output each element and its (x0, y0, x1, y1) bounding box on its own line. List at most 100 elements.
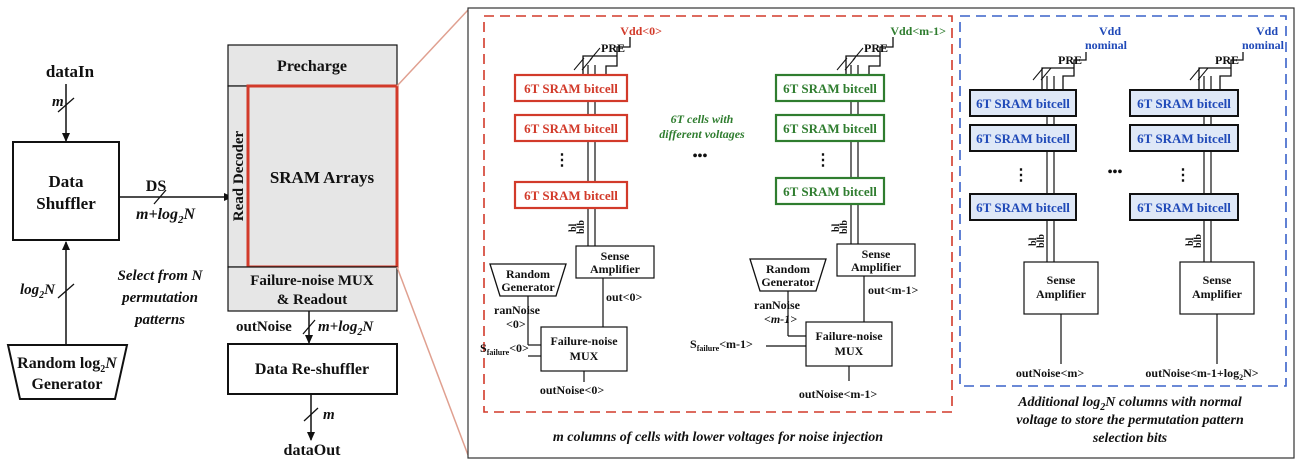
blb-label: blb (1193, 234, 1204, 248)
fn-mux-label-1: Failure-noise (550, 334, 618, 348)
horizontal-ellipsis: ••• (1108, 165, 1123, 180)
ds-label: DS (146, 178, 167, 195)
log2n-label: log2N (20, 282, 56, 301)
vdd-nominal-2: nominal (1085, 38, 1128, 52)
blb-label: blb (576, 220, 587, 234)
rannoise-label: ranNoise (754, 298, 801, 312)
data-out-label: dataOut (284, 442, 342, 459)
bus-slash (1032, 67, 1044, 81)
bitcell-label: 6T SRAM bitcell (1137, 200, 1231, 215)
sense-label-1: Sense (1047, 273, 1076, 287)
failure-mux-line2: & Readout (277, 292, 347, 308)
red-dashed-region (483, 15, 953, 413)
outm1-label: out<m-1> (868, 283, 919, 297)
vertical-ellipsis: ⋮ (1175, 167, 1191, 184)
m-out-label: m (323, 407, 335, 423)
bitcell-label: 6T SRAM bitcell (976, 96, 1070, 111)
rannoise0-label: <0> (506, 317, 526, 331)
outnoise0-label: outNoise<0> (540, 383, 605, 397)
bus-slash (573, 57, 585, 71)
pre-label: PRE (1058, 53, 1082, 67)
sram-arrays-label: SRAM Arrays (270, 168, 375, 187)
sense-label-2: Amplifier (1036, 287, 1087, 301)
outnoisem-label: outNoise<m> (1016, 366, 1085, 380)
pre-label: PRE (864, 41, 888, 55)
fn-mux-box (805, 321, 893, 367)
sense-amp (575, 245, 655, 279)
out0-label: out<0> (606, 290, 643, 304)
sfailure0-label: Sfailure<0> (480, 341, 529, 357)
out-noise-label: outNoise (236, 319, 292, 335)
blue-dashed-region (959, 15, 1287, 387)
bus-slash (1040, 67, 1052, 81)
out-width: m+log2N (318, 319, 374, 338)
blb-label: blb (839, 220, 850, 234)
cells-note-2: different voltages (659, 127, 745, 141)
ds-width: m+log2N (136, 206, 197, 226)
rannoisem1-label: <m-1> (764, 312, 797, 326)
sense-amp (836, 243, 916, 277)
random-gen-trapezoid (749, 258, 827, 292)
pre-label: PRE (601, 41, 625, 55)
cells-note-1: 6T cells with (671, 112, 734, 126)
bitcell-label: 6T SRAM bitcell (524, 121, 618, 136)
sense-amp (1179, 261, 1255, 315)
outnoise-last-label: outNoise<m-1+log2N> (1145, 366, 1258, 382)
zoom-line-bottom (396, 266, 469, 456)
sense-label-1: Sense (601, 249, 630, 263)
bus-slash (57, 283, 75, 299)
bitcell-label: 6T SRAM bitcell (976, 131, 1070, 146)
bitcell-green (774, 73, 886, 103)
read-decoder-label: Read Decoder (231, 130, 247, 221)
sense-label-1: Sense (862, 247, 891, 261)
vdd-nominal-1: Vdd (1099, 24, 1121, 38)
bus-slash (303, 407, 319, 422)
bus-slash (581, 57, 593, 71)
sense-label-1: Sense (1203, 273, 1232, 287)
reshuffler-box (227, 343, 398, 395)
data-in-label: dataIn (46, 62, 95, 81)
caption-blue-2: voltage to store the permutation pattern (1016, 413, 1244, 428)
sense-label-2: Amplifier (1192, 287, 1243, 301)
bus-slash (1189, 67, 1201, 81)
bitcell-label: 6T SRAM bitcell (783, 184, 877, 199)
bus-slash (153, 189, 167, 205)
select-caption-1: Select from N (118, 268, 204, 284)
sram-arrays-box (246, 84, 399, 269)
fn-mux-label-1: Failure-noise (815, 329, 883, 343)
bus-slash (1197, 67, 1209, 81)
random-gen-label-2: Generator (501, 280, 555, 294)
vdd-nominal-2: nominal (1242, 38, 1285, 52)
random-gen-label-1: Random (506, 267, 550, 281)
random-gen-label-1: Random (766, 262, 810, 276)
data-shuffler-line2: Shuffler (36, 194, 96, 213)
bitcell-red (513, 113, 629, 143)
sense-amp (1023, 261, 1099, 315)
random-gen-line2: Generator (31, 376, 102, 393)
random-gen-trapezoid (489, 263, 567, 297)
bitcell-label: 6T SRAM bitcell (1137, 131, 1231, 146)
fn-mux-label-2: MUX (835, 344, 864, 358)
bl-label: bl (1028, 237, 1039, 246)
vdd0-label: Vdd<0> (620, 24, 662, 38)
pre-label: PRE (1215, 53, 1239, 67)
sfailurem1-label: Sfailure<m-1> (690, 337, 753, 353)
select-caption-2: permutation (120, 290, 198, 306)
data-shuffler-line1: Data (49, 172, 84, 191)
bl-label: bl (1185, 237, 1196, 246)
bitcell-blue (1129, 124, 1239, 152)
bus-slash (836, 57, 848, 71)
vddm1-label: Vdd<m-1> (890, 24, 946, 38)
rannoise-label: ranNoise (494, 303, 541, 317)
bitcell-label: 6T SRAM bitcell (976, 200, 1070, 215)
bitcell-label: 6T SRAM bitcell (783, 121, 877, 136)
vertical-ellipsis: ⋮ (554, 152, 570, 169)
random-gen-label-2: Generator (761, 275, 815, 289)
fn-mux-box (540, 326, 628, 372)
bl-label: bl (831, 223, 842, 232)
precharge-label: Precharge (277, 58, 347, 75)
outnoisem1-label: outNoise<m-1> (799, 387, 877, 401)
bitcell-green (774, 176, 886, 206)
bitcell-label: 6T SRAM bitcell (524, 81, 618, 96)
